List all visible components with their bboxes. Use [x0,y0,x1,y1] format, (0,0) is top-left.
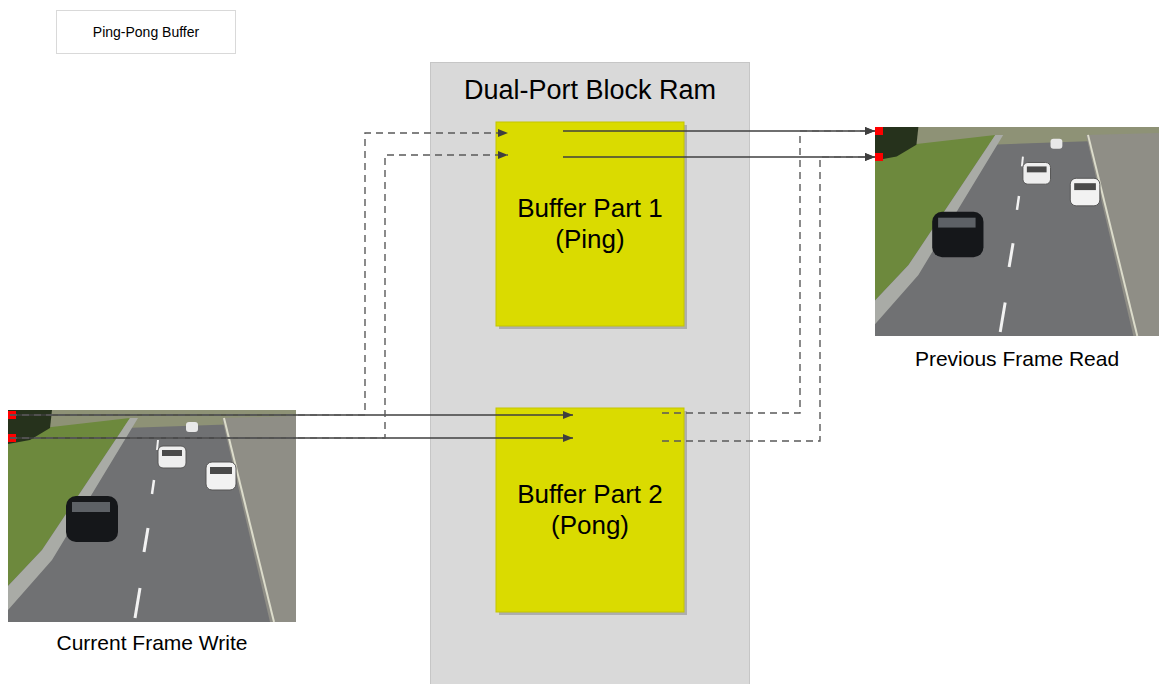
buffer-box: Buffer Part 1 (Ping) [496,122,684,326]
buffer-box: Buffer Part 2 (Pong) [496,408,684,612]
dashed-connector [10,155,508,438]
frame-caption: Current Frame Write [8,630,296,655]
dashed-connector [662,157,875,441]
memory-block: Buffer Part 1 (Ping) Buffer Part 2 (Pong)… [430,62,750,684]
video-frame: Current Frame Write [8,410,296,622]
block-fill [431,63,750,684]
title-frame [57,11,236,54]
diagram-title: Ping-Pong Buffer [93,24,199,41]
road-photo [8,410,296,622]
dashed-connector [662,131,875,413]
buffer-fill [496,122,684,326]
block-title: Dual-Port Block Ram [464,74,716,106]
pixel-marker [875,153,883,161]
title-box: Ping-Pong Buffer [56,10,236,54]
pixel-marker [875,127,883,135]
dashed-connector [10,133,508,415]
frame-caption: Previous Frame Read [875,346,1159,371]
video-frame: Previous Frame Read [875,127,1159,336]
road-photo [875,127,1159,336]
buffer-label: Buffer Part 1 (Ping) [506,193,674,255]
buffer-label: Buffer Part 2 (Pong) [506,479,674,541]
